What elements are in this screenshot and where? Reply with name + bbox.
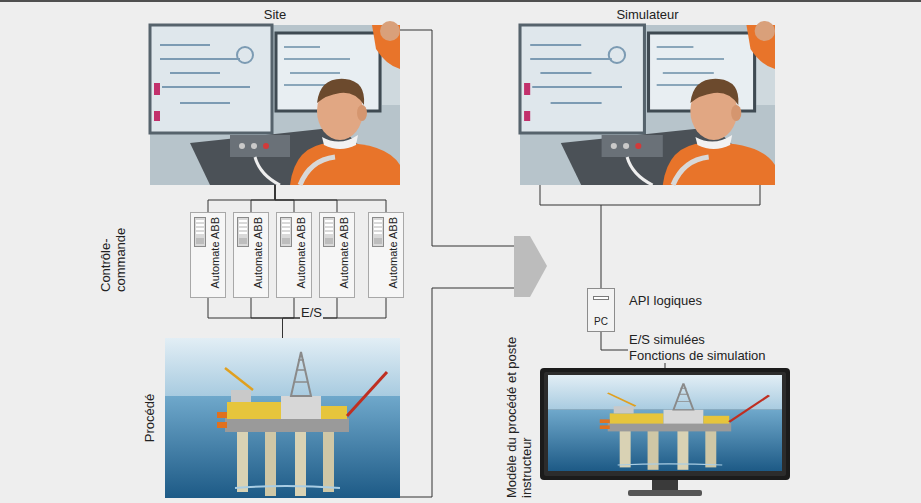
top-rule [0,0,921,2]
controller-label: Automate ABB [252,217,265,289]
connector-line [275,185,386,212]
controller-label: Automate ABB [295,217,308,289]
controller-icon [323,217,335,247]
connector-line [208,185,275,212]
controller-label: Automate ABB [209,217,222,289]
simulator-room-photo [520,21,775,185]
controller-icon [237,217,249,247]
controller-box: Automate ABB [190,212,226,298]
free-label: Fonctions de simulation [628,348,767,363]
free-label: E/S [300,305,323,320]
connector-line [283,298,387,338]
controller-icon [280,217,292,247]
panel-title: Site [150,7,400,22]
free-label: E/S simulées [628,332,706,347]
controller-icon [194,217,206,247]
transfer-arrow [514,236,547,297]
controller-box: Automate ABB [276,212,312,298]
controller-label: Automate ABB [338,217,351,289]
free-label: API logiques [628,293,703,308]
pc-label: PC [588,316,614,328]
transfer-lines [400,30,760,497]
pc-slot [593,296,609,300]
monitor-symbol [540,368,790,496]
connector-line [540,185,601,288]
connector-line [275,185,337,212]
photo-panel: Procédé [165,338,400,498]
controller-box: Automate ABB [233,212,269,298]
controller-box: Automate ABB [368,212,404,298]
controller-label: Automate ABB [387,217,400,289]
controller-icon [372,217,384,247]
panel-side-label: Procédé [142,394,157,442]
photo-panel: Site [150,25,400,185]
connector-line [275,185,294,212]
panel-title: Simulateur [520,7,775,22]
controller-box: Automate ABB [319,212,355,298]
connector-line [208,298,283,338]
pc-box: PC [587,288,615,332]
monitor-panel: Modèle du procédé et poste instructeur [540,368,790,498]
connector-line [251,185,275,212]
group-label: Contrôle- commande [97,206,129,292]
monitor-side-label: Modèle du procédé et poste instructeur [504,303,534,498]
photo-panel: Simulateur [520,25,775,185]
connector-line [251,298,283,338]
control-room-photo [150,21,400,185]
platform-photo [165,338,400,498]
